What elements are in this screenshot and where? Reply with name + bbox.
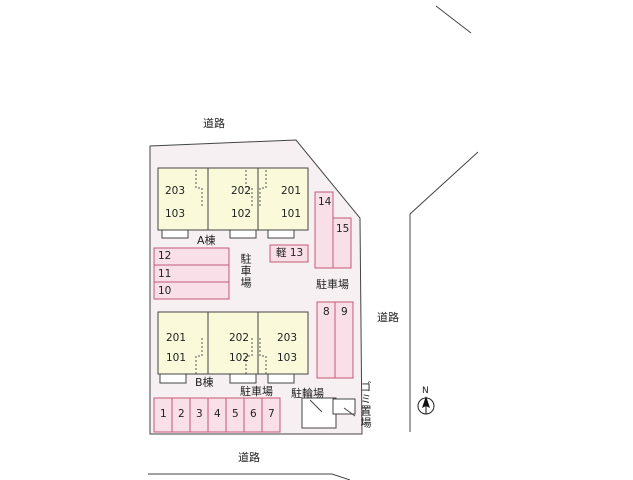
parking-space-number: 1 — [160, 408, 167, 420]
building-a-porch — [161, 229, 189, 239]
unit-number: 202 — [229, 332, 250, 344]
building-a-porch — [267, 229, 295, 239]
building-b-label: B棟 — [195, 376, 214, 389]
road-edge-top-right — [435, 5, 472, 34]
parking-space-number: 10 — [158, 285, 172, 297]
building-a-unit-1 — [157, 167, 209, 231]
parking-space — [153, 281, 230, 300]
parking-label-bottom: 駐車場 — [240, 385, 273, 398]
building-b-unit-3 — [257, 311, 309, 375]
north-arrow-icon — [417, 396, 435, 415]
unit-number: 201 — [166, 332, 187, 344]
parking-space-number: 11 — [158, 268, 172, 280]
building-b — [157, 311, 309, 384]
building-b-porch — [159, 373, 187, 384]
road-label-bottom: 道路 — [238, 451, 260, 464]
unit-number: 103 — [165, 208, 186, 220]
garbage-label: ゴミ置場 — [359, 381, 372, 429]
parking-space-number: 14 — [318, 196, 332, 208]
unit-number: 103 — [277, 352, 298, 364]
bicycle-parking-label: 駐輪場 — [291, 387, 324, 400]
parking-space-number: 6 — [250, 408, 257, 420]
parking-label-left: 駐車場 — [239, 253, 252, 289]
garbage-pointer — [343, 407, 356, 417]
building-a-unit-2 — [207, 167, 259, 231]
parking-space-number: 4 — [214, 408, 221, 420]
building-b-unit-1 — [157, 311, 209, 375]
unit-number: 101 — [166, 352, 187, 364]
parking-space-number: 3 — [196, 408, 203, 420]
parking-label-right: 駐車場 — [316, 278, 349, 291]
road-label-top: 道路 — [203, 117, 225, 130]
parking-space-number: 7 — [268, 408, 275, 420]
parking-space — [261, 397, 281, 433]
building-a-unit-3 — [257, 167, 309, 231]
parking-space — [332, 217, 352, 269]
bicycle-parking-area — [301, 397, 337, 429]
building-b-porch — [229, 373, 257, 384]
unit-number: 101 — [281, 208, 302, 220]
building-a-stairs — [195, 170, 267, 206]
bicycle-parking-pointer — [309, 399, 323, 413]
parking-space-number: 2 — [178, 408, 185, 420]
parking-space-number: 8 — [323, 306, 330, 318]
building-b-stairs — [195, 338, 267, 374]
building-a-porch — [229, 229, 257, 239]
parking-space-number: 12 — [158, 250, 172, 262]
garbage-area — [332, 398, 356, 415]
road-edge-right — [409, 151, 479, 432]
unit-number: 102 — [229, 352, 250, 364]
parking-space-number: 9 — [341, 306, 348, 318]
parking-space — [269, 244, 309, 263]
unit-number: 203 — [277, 332, 298, 344]
parking-space-number-kei: 軽 13 — [276, 247, 304, 259]
road-edge-bottom — [148, 473, 351, 480]
parking-space — [334, 301, 354, 379]
road-label-right: 道路 — [377, 311, 399, 324]
unit-number: 202 — [231, 185, 252, 197]
unit-number: 201 — [281, 185, 302, 197]
unit-number: 102 — [231, 208, 252, 220]
compass-north-label: N — [422, 386, 429, 396]
building-a — [157, 167, 309, 239]
building-b-porch — [267, 373, 295, 384]
parking-space-number: 5 — [232, 408, 239, 420]
unit-number: 203 — [165, 185, 186, 197]
parking-space-number: 15 — [336, 223, 350, 235]
building-a-label: A棟 — [197, 234, 216, 247]
